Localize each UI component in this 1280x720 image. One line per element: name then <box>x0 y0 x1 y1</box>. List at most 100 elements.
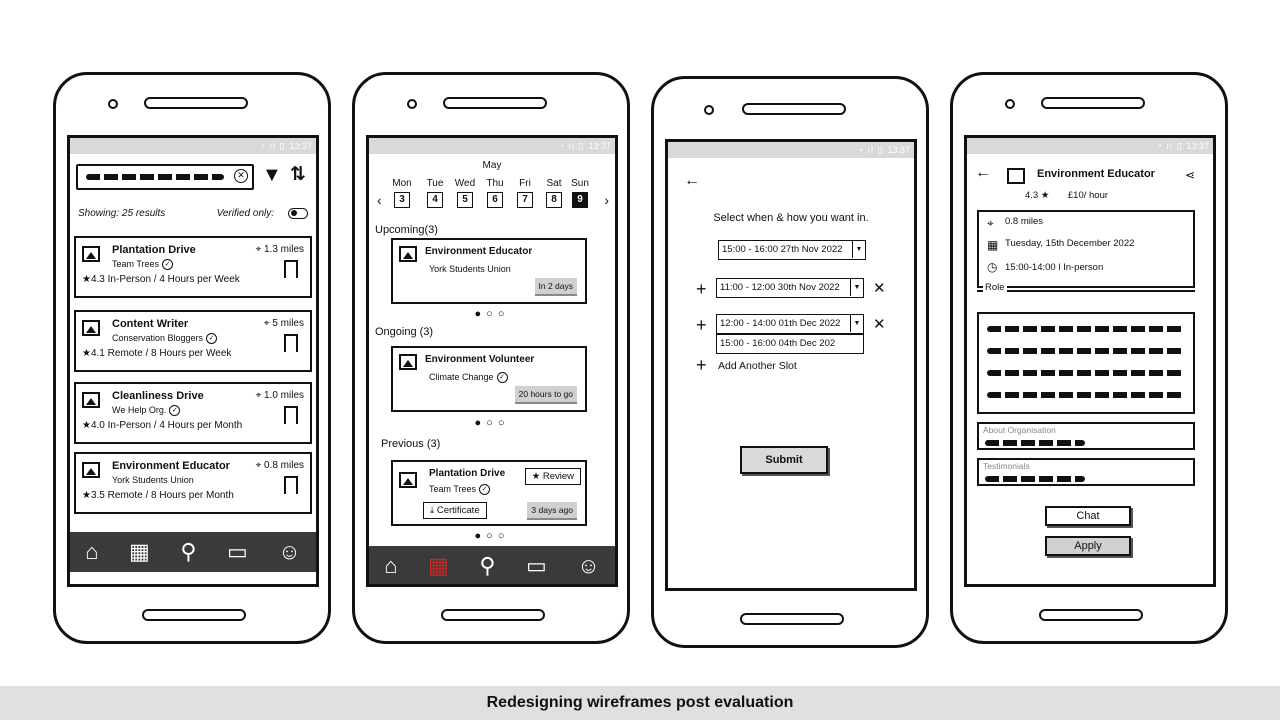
event-title: Plantation Drive <box>429 468 506 479</box>
home-bar <box>142 609 246 621</box>
listing-distance: ⌖ 1.0 miles <box>255 390 304 401</box>
search-input[interactable]: ✕ <box>76 164 254 190</box>
camera <box>704 105 714 115</box>
bookmark-icon[interactable] <box>284 334 298 352</box>
event-org: Team Trees✓ <box>429 484 491 496</box>
star-icon: ★ <box>82 348 91 359</box>
location-pin-icon: ⌖ <box>987 216 994 230</box>
search-row: ✕ ▼ ⇅ <box>76 164 310 190</box>
search-icon[interactable]: ⚲ <box>479 553 496 578</box>
sort-icon[interactable]: ⇅ <box>290 164 306 185</box>
event-badge: 3 days ago <box>527 502 577 520</box>
speaker <box>144 97 248 109</box>
ongoing-card[interactable]: Environment Volunteer Climate Change✓ 20… <box>391 346 587 412</box>
add-slot-link[interactable]: Add Another Slot <box>718 360 797 372</box>
search-icon[interactable]: ⚲ <box>180 539 197 564</box>
listing-card[interactable]: Environment Educator ⌖ 0.8 miles York St… <box>74 452 312 514</box>
apply-button[interactable]: Apply <box>1045 536 1131 556</box>
add-icon[interactable]: + <box>696 355 707 375</box>
verified-icon: ✓ <box>496 372 508 384</box>
add-icon[interactable]: + <box>696 315 707 335</box>
slot-select[interactable]: 15:00 - 16:00 27th Nov 2022▼ <box>718 240 866 260</box>
review-button[interactable]: ★ Review <box>524 468 581 485</box>
back-arrow-icon[interactable]: ← <box>975 164 991 181</box>
ongoing-label: Ongoing (3) <box>375 326 434 338</box>
clear-search-icon[interactable]: ✕ <box>234 169 248 183</box>
screen: ◔ ıl ▯13:37 ✕ ▼ ⇅ Showing: 25 results Ve… <box>67 135 319 587</box>
listing-org: We Help Org.✓ <box>112 405 181 417</box>
previous-card[interactable]: Plantation Drive Team Trees✓ ★ Review ⤓ … <box>391 460 587 526</box>
event-title: Environment Educator <box>425 246 533 257</box>
chat-button[interactable]: Chat <box>1045 506 1131 526</box>
bookmark-icon[interactable] <box>284 260 298 278</box>
remove-icon[interactable]: ✕ <box>873 316 886 333</box>
remove-icon[interactable]: ✕ <box>873 280 886 297</box>
listing-title: Environment Educator <box>112 460 230 472</box>
pagination-dots[interactable]: ●○○ <box>474 417 510 429</box>
testimonials-section[interactable]: Testimonials <box>977 458 1195 486</box>
image-icon <box>82 462 100 478</box>
verified-icon: ✓ <box>162 259 174 271</box>
submit-button[interactable]: Submit <box>740 446 828 474</box>
about-org-section[interactable]: About Organisation <box>977 422 1195 450</box>
image-icon <box>82 320 100 336</box>
chevron-left-icon[interactable]: ‹ <box>377 192 382 208</box>
add-icon[interactable]: + <box>696 279 707 299</box>
event-org: Climate Change✓ <box>429 372 508 384</box>
share-icon[interactable]: ⋖ <box>1184 168 1195 182</box>
previous-label: Previous (3) <box>381 438 441 450</box>
chat-icon[interactable]: ▭ <box>525 553 547 578</box>
phone-search: ◔ ıl ▯13:37 ✕ ▼ ⇅ Showing: 25 results Ve… <box>53 72 331 644</box>
listing-card[interactable]: Cleanliness Drive ⌖ 1.0 miles We Help Or… <box>74 382 312 444</box>
listing-meta: ★4.1 Remote / 8 Hours per Week <box>82 348 232 359</box>
pagination-dots[interactable]: ●○○ <box>474 308 510 320</box>
listing-title: Content Writer <box>112 318 189 330</box>
upcoming-card[interactable]: Environment Educator York Students Union… <box>391 238 587 304</box>
verified-icon: ✓ <box>479 484 491 496</box>
certificate-button[interactable]: ⤓ Certificate <box>423 502 487 519</box>
testimonials-text-scribble <box>985 476 1085 482</box>
detail-distance: 0.8 miles <box>1005 216 1044 227</box>
image-icon <box>82 246 100 262</box>
chevron-right-icon[interactable]: › <box>604 192 609 208</box>
listing-distance: ⌖ 1.3 miles <box>255 244 304 255</box>
pagination-dots[interactable]: ●○○ <box>474 530 510 542</box>
slot-select[interactable]: 12:00 - 14:00 01th Dec 2022▼ <box>716 314 864 334</box>
calendar-icon[interactable]: ▦ <box>129 539 150 564</box>
screen: ◔ ıl ▯13:37 ← Select when & how you want… <box>665 139 917 591</box>
filter-icon[interactable]: ▼ <box>262 164 282 186</box>
about-org-label: About Organisation <box>983 425 1056 435</box>
event-org: York Students Union <box>429 264 511 274</box>
detail-time: 15:00-14:00 l In-person <box>1005 262 1104 273</box>
calendar-icon[interactable]: ▦ <box>428 553 449 578</box>
image-icon <box>82 392 100 408</box>
listing-card[interactable]: Content Writer ⌖ 5 miles Conservation Bl… <box>74 310 312 372</box>
bookmark-icon[interactable] <box>284 406 298 424</box>
chat-icon[interactable]: ▭ <box>226 539 248 564</box>
signal-icon: ◔ ıl ▯ <box>1156 141 1183 151</box>
listing-distance: ⌖ 0.8 miles <box>255 460 304 471</box>
bookmark-icon[interactable] <box>284 476 298 494</box>
home-icon[interactable]: ⌂ <box>384 553 398 578</box>
listing-card[interactable]: Plantation Drive ⌖ 1.3 miles Team Trees✓… <box>74 236 312 298</box>
verified-toggle[interactable] <box>288 208 308 219</box>
status-bar: ◔ ıl ▯13:37 <box>369 138 615 154</box>
listing-meta: ★3.5 Remote / 8 Hours per Month <box>82 490 234 501</box>
dropdown-option[interactable]: 15:00 - 16:00 04th Dec 202 <box>716 334 864 354</box>
about-text-scribble <box>985 440 1085 446</box>
home-icon[interactable]: ⌂ <box>85 539 99 564</box>
profile-icon[interactable]: ☺ <box>278 539 301 564</box>
clock-icon: ◷ <box>987 260 998 274</box>
profile-icon[interactable]: ☺ <box>577 553 600 578</box>
back-arrow-icon[interactable]: ← <box>684 172 700 189</box>
slot-select[interactable]: 11:00 - 12:00 30th Nov 2022▼ <box>716 278 864 298</box>
